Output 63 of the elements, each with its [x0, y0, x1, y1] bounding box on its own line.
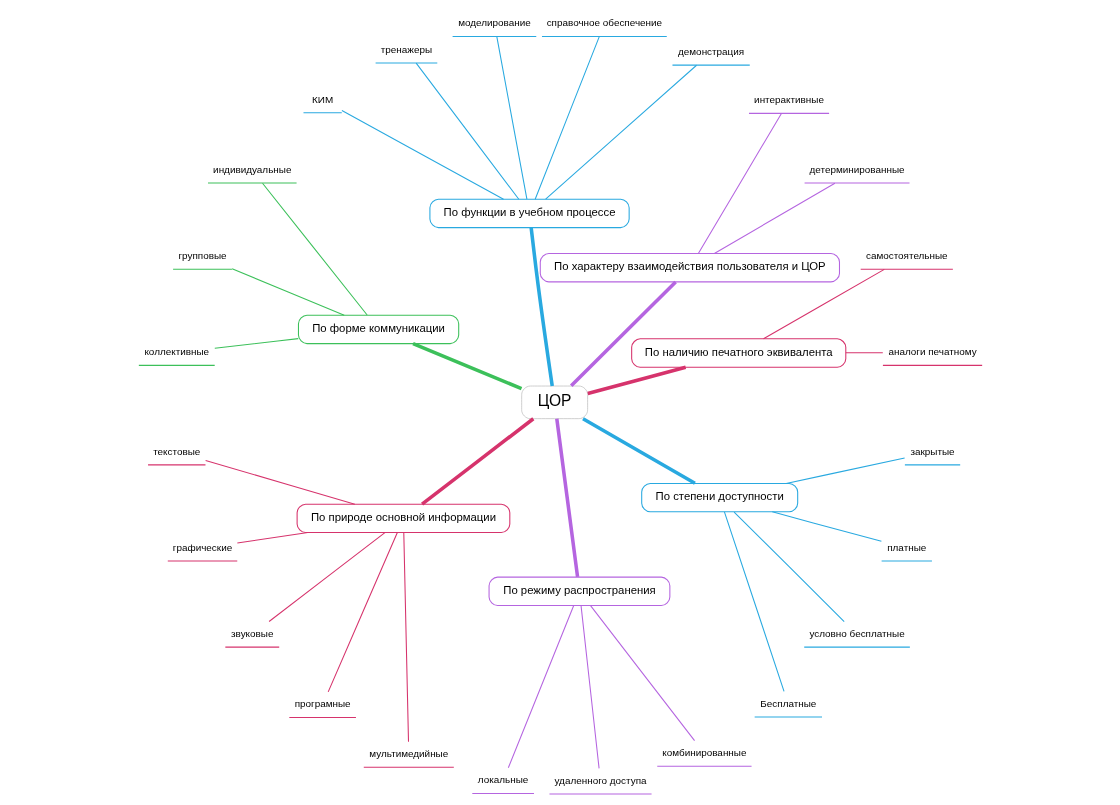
node-text: удаленного доступа — [554, 774, 647, 786]
connector — [581, 417, 696, 485]
node-box: По характеру взаимодействия пользователя и ЦОР — [539, 253, 840, 283]
node-text: коллективные — [143, 346, 209, 358]
connector — [580, 605, 600, 769]
node-text: комбинированные — [661, 747, 746, 759]
connector — [236, 532, 308, 544]
connector — [844, 352, 883, 354]
node-text: текстовые — [152, 445, 200, 457]
connector — [528, 227, 554, 387]
connector — [762, 268, 885, 340]
connector — [723, 511, 785, 692]
node-text: индивидуальные — [212, 163, 291, 175]
connector — [340, 110, 504, 200]
node-text: моделирование — [457, 17, 531, 29]
connector — [534, 36, 600, 200]
connector — [261, 182, 368, 316]
connector — [589, 605, 695, 742]
connector — [733, 511, 845, 623]
node-text: локальные — [477, 774, 528, 786]
connector — [204, 460, 355, 505]
node-box: По функции в учебном процессе — [428, 198, 630, 229]
connector — [785, 457, 905, 484]
node-text: групповые — [177, 250, 227, 262]
node-box: По степени доступности — [640, 482, 798, 513]
connector — [231, 268, 345, 316]
connector — [554, 418, 579, 578]
node-text: самостоятельные — [865, 250, 948, 262]
connector — [213, 338, 299, 349]
node-text: Бесплатные — [759, 697, 816, 709]
connector — [420, 417, 534, 506]
node-text: програмные — [294, 698, 351, 710]
node-box: ЦОР — [520, 385, 588, 419]
node-text: тренажеры — [380, 43, 432, 55]
node-text: аналоги печатному — [887, 346, 977, 358]
node-text: интерактивные — [753, 94, 824, 106]
connector — [771, 511, 882, 542]
node-text: звуковые — [230, 628, 273, 639]
node-text: демонстрация — [677, 45, 744, 57]
connector — [586, 365, 686, 396]
connector — [411, 342, 522, 391]
connector — [713, 182, 835, 254]
node-box: По наличию печатного эквивалента — [630, 338, 846, 368]
node-text: мультимедийные — [368, 748, 448, 760]
connector — [268, 532, 385, 622]
connector — [569, 280, 677, 388]
node-text: платные — [886, 541, 926, 553]
connector — [402, 532, 409, 743]
connector — [544, 64, 697, 200]
node-text: детерминированные — [809, 163, 905, 175]
node-box: По природе основной информации — [296, 503, 510, 534]
node-box: По режиму распространения — [488, 576, 670, 606]
node-text: условно бесплатные — [808, 628, 905, 639]
connector — [327, 532, 398, 693]
node-text: закрытые — [909, 445, 955, 457]
connector — [415, 62, 519, 200]
node-box: По форме коммуникации — [297, 314, 459, 345]
node-text: КИМ — [311, 93, 333, 105]
connector — [697, 112, 782, 254]
node-text: справочное обеспечение — [546, 17, 662, 29]
connector — [507, 605, 574, 769]
node-text: графические — [172, 541, 232, 553]
connector — [495, 36, 527, 200]
